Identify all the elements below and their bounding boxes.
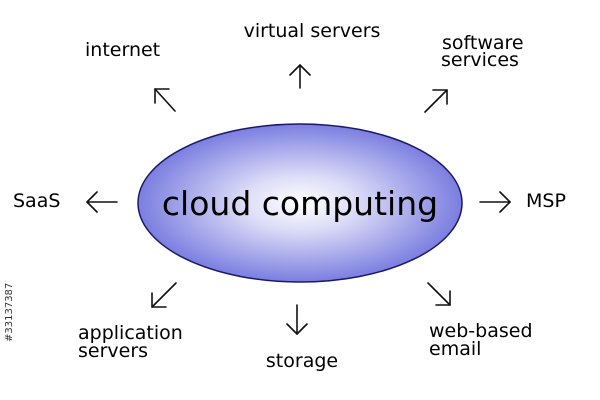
arrow-left	[86, 191, 118, 213]
arrow-down-right	[427, 282, 451, 306]
arrow-right	[479, 191, 511, 213]
hub-ellipse	[137, 123, 463, 283]
node-application-servers-line2: servers	[78, 340, 148, 362]
node-software-services-line1: software	[442, 32, 524, 54]
node-software-services-line2: services	[441, 49, 519, 71]
node-storage: storage	[266, 350, 338, 372]
node-virtual-servers: virtual servers	[244, 20, 381, 42]
arrow-up-left	[154, 88, 176, 112]
arrow-up-right	[424, 89, 448, 113]
stock-id-label: #33137387	[4, 283, 15, 342]
hub-label: cloud computing	[162, 184, 438, 223]
arrow-down	[286, 304, 308, 335]
node-web-based-email-line1: web-based	[429, 320, 533, 342]
node-internet: internet	[85, 39, 160, 61]
arrow-down-left	[151, 282, 177, 308]
arrow-up	[289, 64, 311, 89]
node-web-based-email-line2: email	[429, 338, 481, 360]
node-msp: MSP	[526, 190, 566, 212]
node-saas: SaaS	[13, 190, 60, 212]
node-application-servers-line1: application	[78, 322, 183, 344]
